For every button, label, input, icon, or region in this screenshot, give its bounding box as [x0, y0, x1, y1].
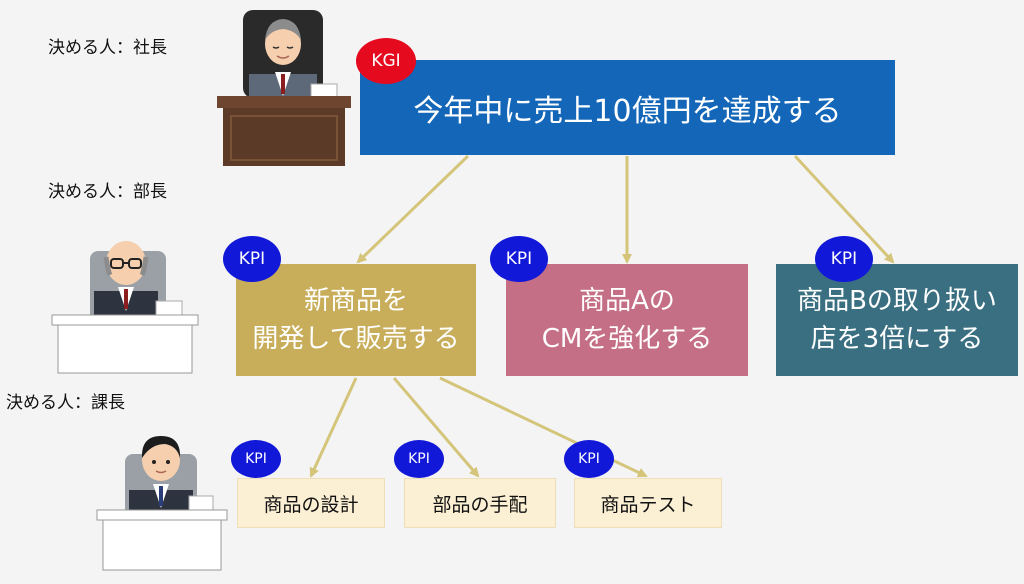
kpi-badge-parts-procurement: KPI — [394, 440, 444, 478]
president-illustration — [217, 10, 351, 166]
arrow-kgi-to-kpi-new-product — [356, 154, 470, 264]
kpi-product-b-box: 商品Bの取り扱い 店を3倍にする — [776, 264, 1018, 376]
kpi-product-a-text: 商品Aの CMを強化する — [541, 286, 713, 354]
kpi-badge-new-product: KPI — [223, 236, 281, 282]
task-parts-procurement-box: 部品の手配 — [404, 478, 556, 528]
director-illustration — [51, 241, 199, 374]
kgi-goal-text: 今年中に売上10億円を達成する — [413, 93, 842, 129]
kgi-goal-box: 今年中に売上10億円を達成する — [360, 60, 895, 155]
task-parts-procurement-text: 部品の手配 — [432, 493, 528, 516]
kpi-badge-product-b: KPI — [815, 236, 873, 282]
kpi-new-product-text: 新商品を 開発して販売する — [252, 286, 460, 354]
role-label-president: 決める人：社長 — [48, 38, 167, 58]
kpi-badge-product-test: KPI — [564, 440, 614, 478]
task-product-test-text: 商品テスト — [600, 493, 696, 516]
kpi-product-b-text: 商品Bの取り扱い 店を3倍にする — [797, 286, 997, 354]
task-product-design-box: 商品の設計 — [237, 478, 385, 528]
role-label-manager: 決める人：課長 — [6, 393, 125, 413]
manager-illustration — [96, 436, 228, 571]
role-label-director: 決める人：部長 — [48, 182, 167, 202]
kpi-product-a-box: 商品Aの CMを強化する — [506, 264, 748, 376]
task-product-test-box: 商品テスト — [574, 478, 722, 528]
arrow-kgi-to-kpi-product-b — [793, 154, 895, 264]
kpi-badge-product-design: KPI — [231, 440, 281, 478]
arrow-kpi-to-task-design — [309, 377, 358, 478]
kpi-new-product-box: 新商品を 開発して販売する — [236, 264, 476, 376]
arrow-kpi-to-task-test — [439, 376, 648, 478]
kpi-badge-product-a: KPI — [490, 236, 548, 282]
task-product-design-text: 商品の設計 — [263, 493, 359, 516]
kgi-badge: KGI — [356, 38, 416, 84]
arrow-kpi-to-task-parts — [392, 377, 480, 478]
